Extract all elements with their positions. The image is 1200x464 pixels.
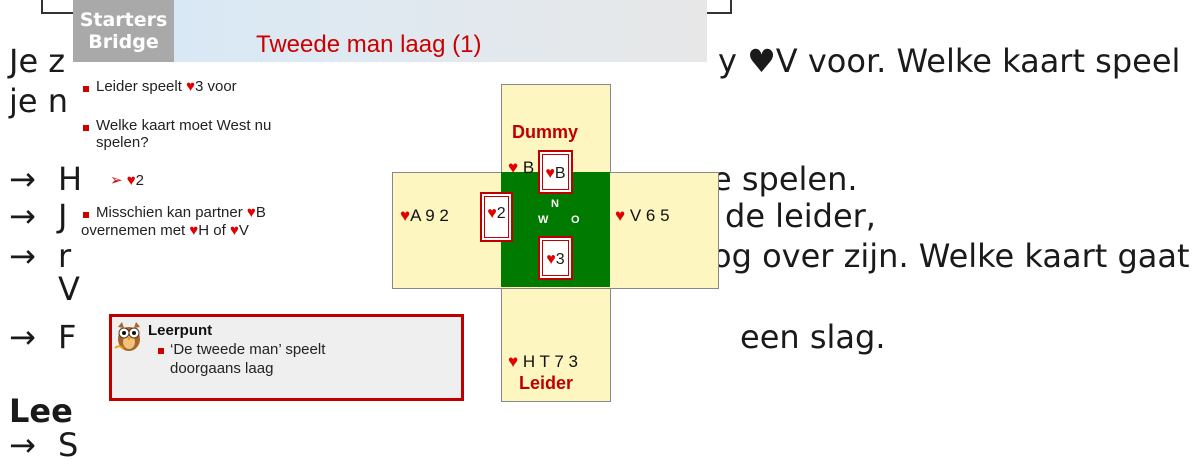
card-west: ♥2 <box>480 192 513 242</box>
bg-arrow-9: → <box>9 426 36 464</box>
bg-line-6-left: V <box>58 270 80 308</box>
bg-line-4-left: J <box>58 197 68 235</box>
card-south: ♥3 <box>538 236 573 280</box>
bullet-3: ➢ ♥2 <box>110 172 144 189</box>
starters-bridge-logo: Starters Bridge <box>73 0 174 62</box>
bullet-square-icon <box>158 348 164 354</box>
bullet-4: Misschien kan partner ♥B <box>96 204 266 221</box>
bullet-5: overnemen met ♥H of ♥V <box>81 222 249 239</box>
east-hand: ♥ V 6 5 <box>615 206 670 225</box>
logo-line-1: Starters <box>79 9 168 31</box>
bg-line-1-right: y ♥V voor. Welke kaart speel <box>718 42 1181 80</box>
bullet-square-icon <box>83 212 89 218</box>
leerpunt-box <box>109 314 464 401</box>
leider-label: Leider <box>519 373 574 393</box>
frame-top-right <box>705 12 732 14</box>
heart-icon: ♥ <box>508 352 519 371</box>
heart-icon: ♥ <box>546 251 556 268</box>
heart-icon: ♥ <box>615 206 626 225</box>
heart-icon: ♥ <box>189 222 199 239</box>
slide-title-banner <box>73 0 707 62</box>
heart-icon: ♥ <box>126 172 136 189</box>
bullet-square-icon <box>83 86 89 92</box>
compass-east: O <box>571 214 580 226</box>
bg-line-5-right: og over zijn. Welke kaart gaat <box>712 237 1190 275</box>
compass-west: W <box>538 214 549 226</box>
west-hand: ♥A 9 2 <box>400 206 449 225</box>
bg-arrow-5: → <box>9 237 36 275</box>
slide-title: Tweede man laag (1) <box>256 31 482 58</box>
bg-line-3-right: e spelen. <box>712 160 858 198</box>
bullet-square-icon <box>83 125 89 131</box>
heart-icon: ♥ <box>508 158 519 177</box>
south-hand: ♥ H T 7 3 <box>508 352 578 371</box>
heart-icon: ♥ <box>186 78 195 95</box>
frame-left <box>41 0 43 14</box>
bullet-panel <box>92 62 372 322</box>
bg-line-3-left: H <box>58 160 83 198</box>
bg-line-7-left: F <box>58 318 77 356</box>
bullet-2: Welke kaart moet West nu spelen? <box>96 117 272 151</box>
bg-line-4-right: de leider, <box>725 197 876 235</box>
arrow-bullet-icon: ➢ <box>110 172 123 189</box>
dummy-label: Dummy <box>512 122 579 142</box>
heart-icon: ♥ <box>246 204 256 221</box>
logo-line-2: Bridge <box>88 31 159 53</box>
bg-arrow-3: → <box>9 160 36 198</box>
frame-top-left <box>41 12 75 14</box>
compass-north: N <box>551 198 559 210</box>
bg-line-7-right: een slag. <box>740 318 886 356</box>
heart-icon: ♥ <box>487 205 497 222</box>
frame-right <box>730 0 732 14</box>
owl-mascot-icon <box>111 318 147 354</box>
bg-arrow-7: → <box>9 318 36 356</box>
leerpunt-title: Leerpunt <box>148 322 213 339</box>
card-north: ♥B <box>538 150 573 194</box>
bg-line-2-left: je n <box>9 82 69 120</box>
bg-heading-leerpunt: Lee <box>9 392 73 430</box>
bg-arrow-4: → <box>9 197 36 235</box>
bg-line-5-left: r <box>58 237 72 275</box>
heart-icon: ♥ <box>229 222 239 239</box>
heart-icon: ♥ <box>545 165 555 182</box>
leerpunt-item: ‘De tweede man’ speelt doorgaans laag <box>170 341 326 377</box>
bullet-1: Leider speelt ♥3 voor <box>96 78 237 95</box>
bg-line-9-left: S <box>58 426 79 464</box>
heart-icon: ♥ <box>400 206 411 225</box>
bg-line-1-left: Je z <box>9 42 66 80</box>
